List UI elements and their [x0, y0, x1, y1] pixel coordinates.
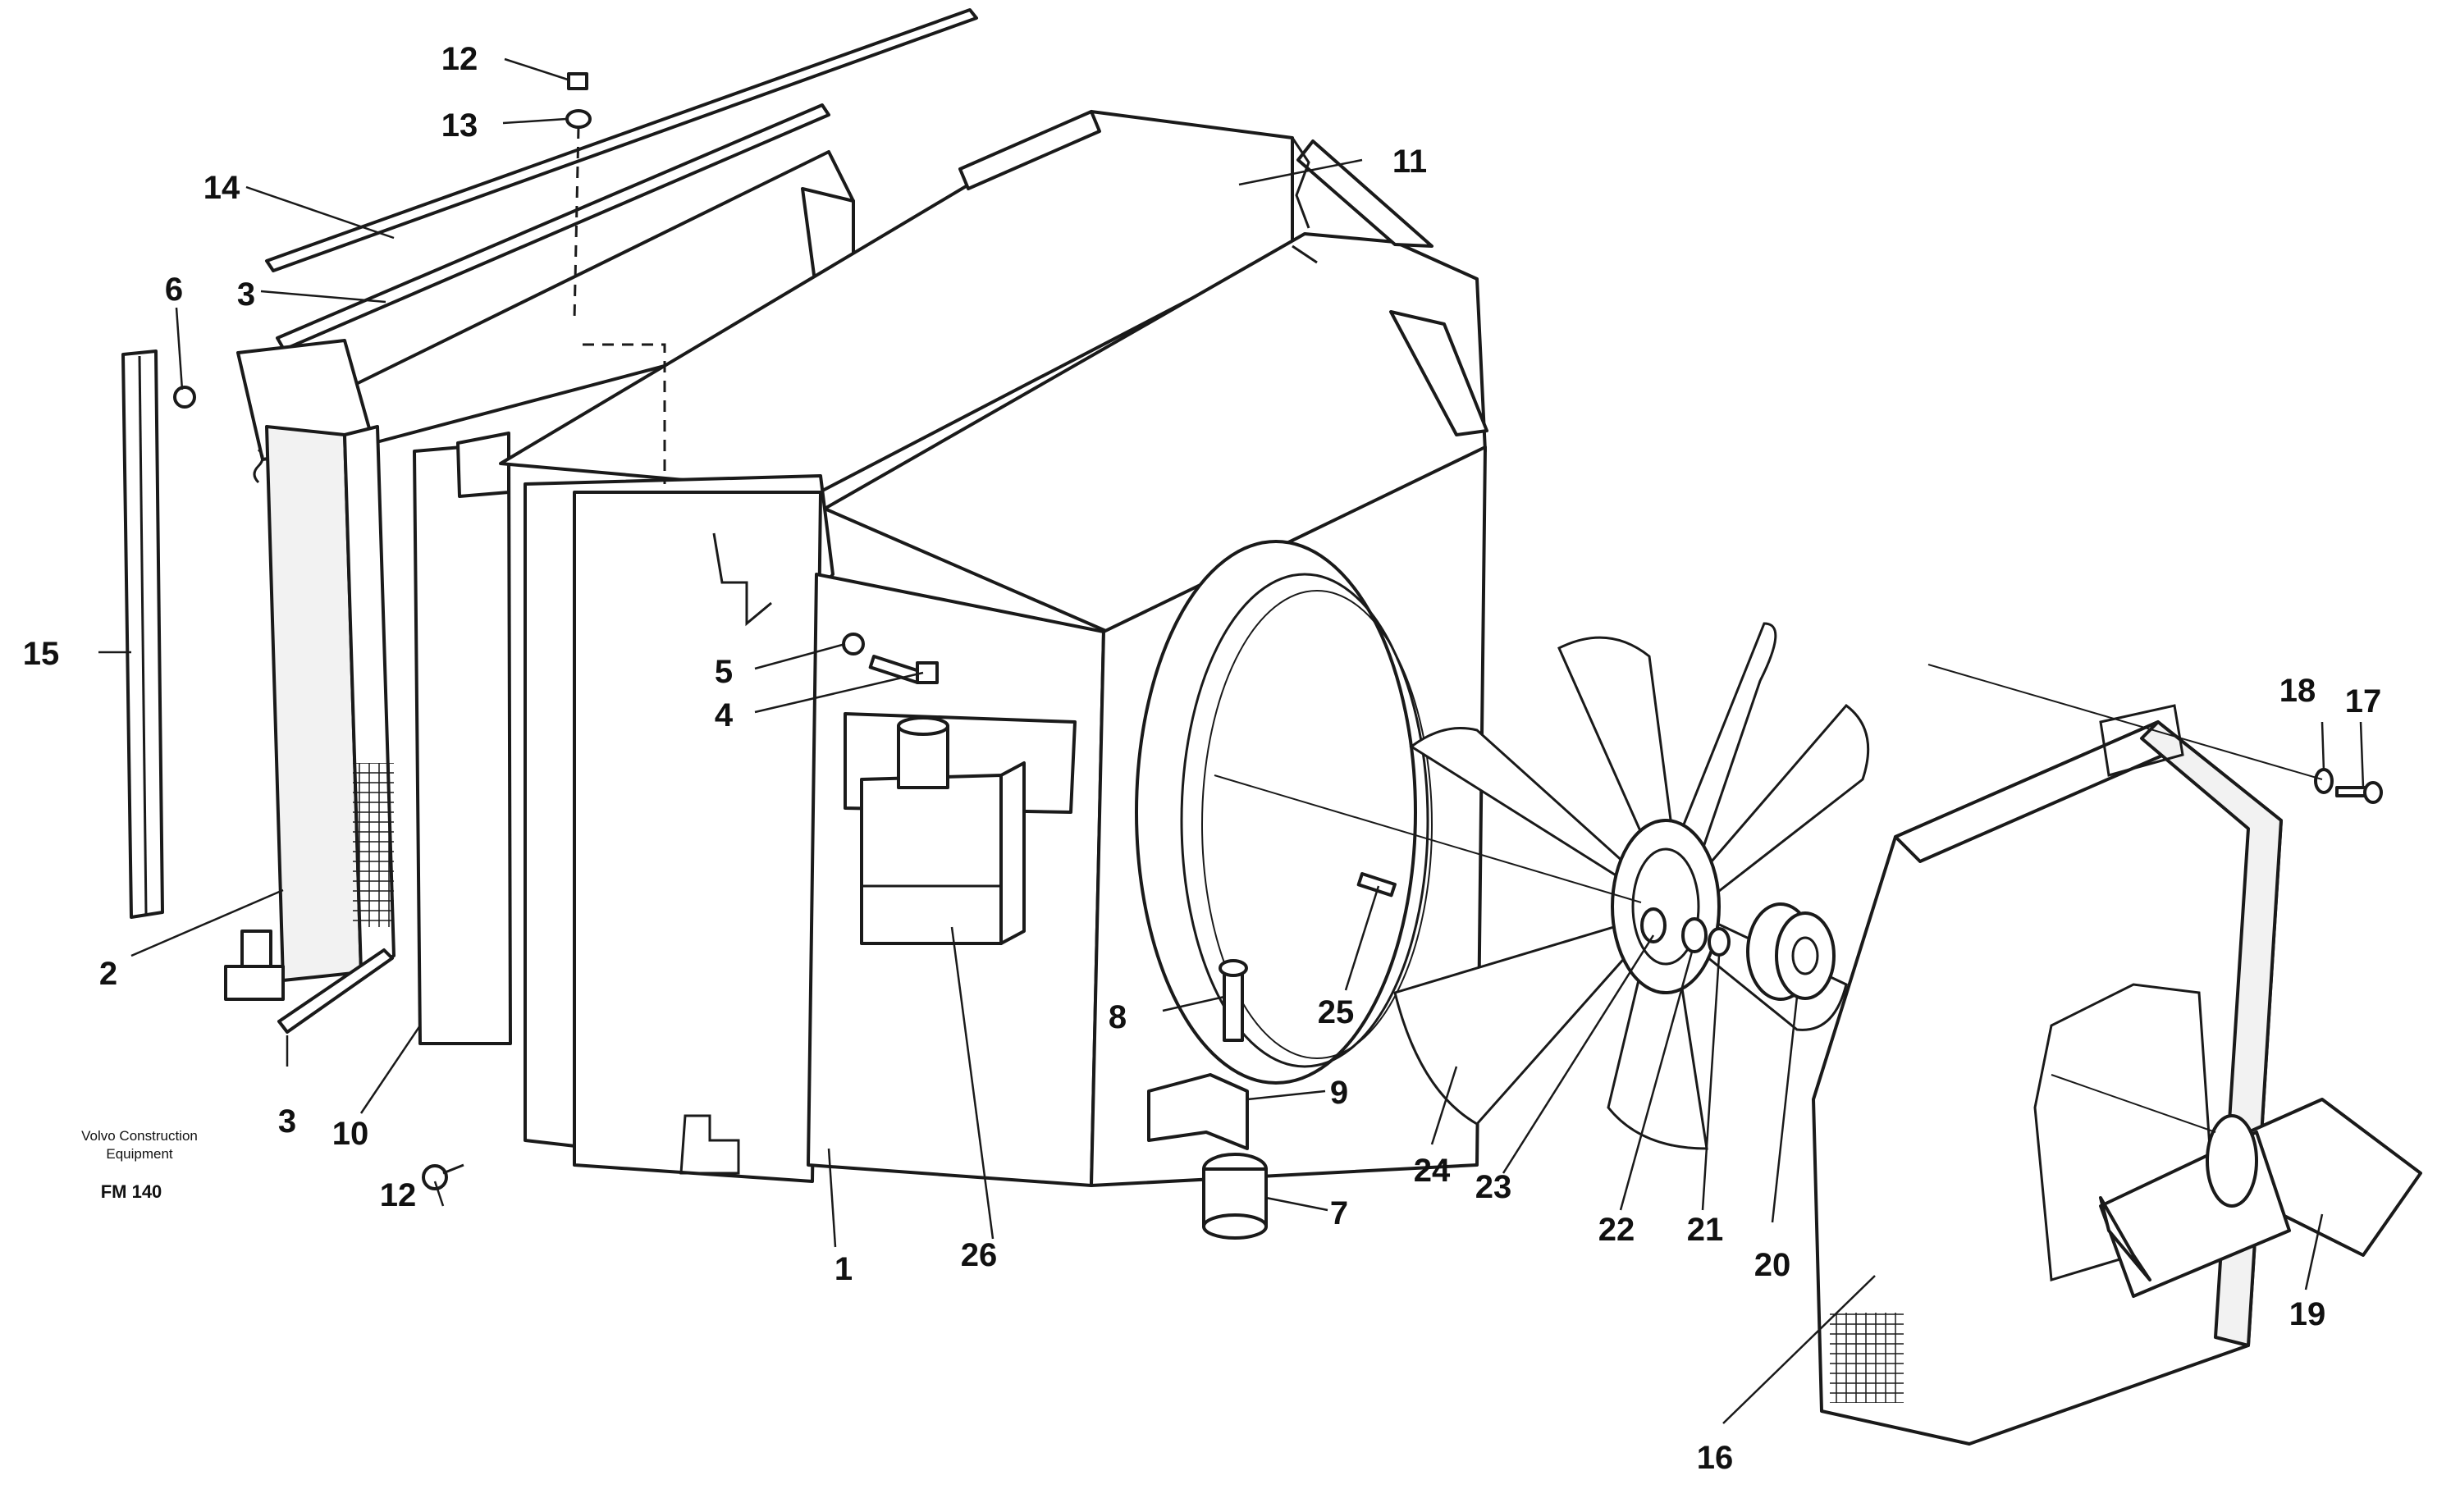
callout-12-bottom: 12 — [380, 1177, 417, 1213]
callout-11: 11 — [1392, 144, 1427, 180]
radiator-core-2 — [224, 150, 855, 1001]
callout-5: 5 — [715, 654, 733, 690]
hub-20 — [1746, 902, 1836, 1001]
fan-axis-line — [1214, 774, 1642, 903]
leader-lines — [98, 57, 2365, 1424]
callout-23: 23 — [1475, 1169, 1512, 1205]
bolt-8-mount-9-7 — [1147, 959, 1268, 1240]
top-rod-14 — [265, 8, 978, 272]
callout-17: 17 — [2345, 683, 2382, 719]
fitting-block-26 — [860, 716, 1026, 945]
bolt-12-top — [565, 72, 592, 321]
callout-2: 2 — [99, 956, 117, 992]
callout-20: 20 — [1754, 1247, 1791, 1283]
screw-12-bottom — [422, 1163, 464, 1190]
callout-15: 15 — [23, 636, 60, 672]
seal-strip-3-bottom — [277, 948, 394, 1034]
drive-guard-16 — [1812, 704, 2283, 1446]
callout-14: 14 — [203, 170, 240, 206]
brand-block: Volvo Construction Equipment FM 140 — [81, 1128, 198, 1202]
callout-21: 21 — [1687, 1212, 1724, 1248]
callout-18: 18 — [2279, 673, 2316, 709]
callout-26: 26 — [961, 1237, 998, 1273]
callout-6: 6 — [165, 272, 183, 308]
callout-labels: 12 13 14 6 3 15 2 3 10 12 5 4 1 26 11 8 … — [23, 41, 2382, 1476]
callout-22: 22 — [1598, 1212, 1635, 1248]
callout-7: 7 — [1330, 1195, 1348, 1231]
callout-3-bottom: 3 — [278, 1103, 296, 1140]
bolt-17-18 — [2314, 768, 2383, 804]
callout-9: 9 — [1330, 1075, 1348, 1111]
callout-25: 25 — [1318, 994, 1355, 1030]
callout-4: 4 — [715, 697, 734, 733]
brand-line-2: Equipment — [106, 1146, 173, 1162]
motor-axis-line — [2051, 1074, 2216, 1133]
callout-12-top: 12 — [441, 41, 478, 77]
drain-plug — [224, 930, 285, 1001]
callout-16: 16 — [1697, 1440, 1734, 1476]
callout-19: 19 — [2289, 1296, 2326, 1332]
seal-strip-15 — [121, 349, 164, 919]
guard-axis-line — [1927, 664, 2323, 780]
washer-nut-21-22 — [1681, 917, 1731, 957]
brand-line-1: Volvo Construction — [81, 1128, 198, 1144]
callout-8: 8 — [1109, 999, 1127, 1035]
callout-24: 24 — [1414, 1153, 1451, 1189]
model-label: FM 140 — [101, 1181, 162, 1202]
callout-1: 1 — [834, 1251, 853, 1287]
callout-13: 13 — [441, 107, 478, 144]
bolt-25 — [1356, 872, 1397, 898]
callout-3-top: 3 — [237, 276, 255, 313]
screw-6 — [173, 386, 196, 409]
seal-strip-3-top — [276, 103, 830, 351]
callout-10: 10 — [332, 1116, 369, 1152]
side-seal-10 — [413, 432, 512, 1045]
hydraulic-motor-19 — [2099, 1098, 2422, 1298]
fan-ring — [1135, 540, 1433, 1085]
